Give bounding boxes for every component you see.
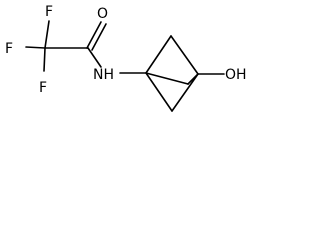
- oxygen-carbonyl-label: O: [97, 6, 108, 22]
- bond-bottom-bridgehead: [171, 73, 199, 112]
- bond-lines: [25, 20, 225, 112]
- bond-c-f-top: [44, 20, 50, 49]
- bond-middle-bridgehead: [187, 73, 199, 85]
- nitrogen-amide-label: NH: [93, 67, 114, 83]
- bond-c-f-left: [25, 46, 46, 49]
- oxygen-hydroxyl-label: OH: [225, 67, 247, 83]
- bond-c-f-bottom: [43, 47, 46, 72]
- bond-bridgehead-middle: [145, 72, 189, 85]
- bond-top-bridgehead: [170, 35, 199, 75]
- bond-carbonyl-double-b: [91, 23, 107, 51]
- fluorine-left-label: F: [5, 41, 13, 57]
- fluorine-top-label: F: [45, 4, 53, 20]
- fluorine-bottom-label: F: [39, 80, 47, 96]
- bond-carbonyl-n: [87, 47, 102, 68]
- chemical-structure: F F F O NH OH: [5, 4, 247, 112]
- bond-bridgehead-top: [145, 35, 172, 74]
- bond-carbonyl-double-a: [86, 21, 102, 49]
- bond-bridgehead-bottom: [145, 72, 173, 112]
